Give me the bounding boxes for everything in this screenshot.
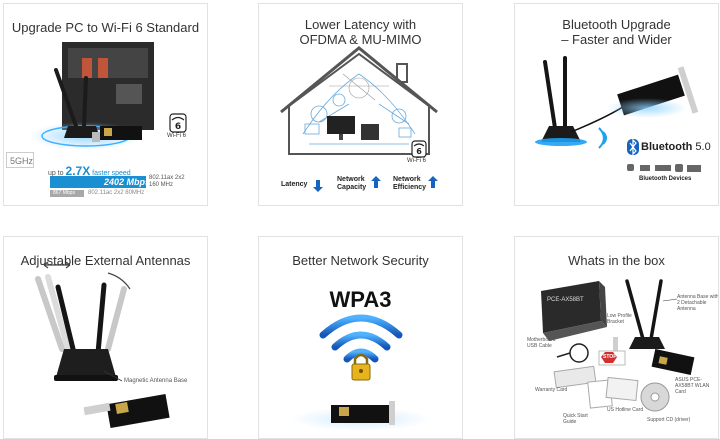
pc-upgrade-illustration: 6 bbox=[30, 42, 187, 197]
tile-upgrade-wifi6: Upgrade PC to Wi-Fi 6 Standard 6 bbox=[3, 3, 208, 206]
bluetooth-label: Bluetooth bbox=[641, 141, 693, 153]
label-hotline: US Hotline Card bbox=[607, 407, 644, 413]
speed-suffix: faster speed bbox=[92, 170, 131, 177]
bluetooth-label-row: Bluetooth 5.0 bbox=[641, 141, 711, 153]
arrow-up-icon bbox=[371, 176, 381, 188]
label-usb-cable: Motherboard USB Cable bbox=[527, 337, 556, 349]
box-contents-illustration bbox=[541, 279, 695, 412]
monitor-icon bbox=[327, 116, 355, 134]
antenna-illustration bbox=[35, 261, 170, 429]
tile-title: Upgrade PC to Wi-Fi 6 Standard bbox=[11, 20, 200, 35]
label-guide: Quick Start Guide bbox=[563, 413, 588, 425]
hotline-card-icon bbox=[605, 376, 639, 402]
bluetooth-illustration bbox=[535, 56, 701, 172]
wpa3-label: WPA3 bbox=[329, 287, 392, 312]
speed-factor: 2.7X bbox=[65, 164, 91, 178]
label-warranty: Warranty Card bbox=[535, 387, 568, 393]
label-antenna-base: Antenna Base with 2 Detachable Antenna bbox=[677, 294, 719, 312]
stop-label: STOP bbox=[603, 354, 617, 360]
wifi-icon bbox=[319, 314, 403, 363]
old-speed-bar bbox=[50, 190, 84, 197]
old-speed-value: 867 Mbps bbox=[53, 190, 75, 196]
usb-cable-icon bbox=[569, 343, 589, 363]
bluetooth-version: 5.0 bbox=[695, 141, 711, 153]
antenna-base bbox=[541, 126, 581, 142]
tile-security: Better Network Security WPA3 bbox=[258, 236, 463, 439]
svg-text:6: 6 bbox=[416, 147, 422, 156]
wifi6-badge-label: Wi-Fi 6 bbox=[167, 133, 186, 139]
warranty-card-icon bbox=[553, 365, 597, 389]
speed-prefix: up to bbox=[48, 170, 64, 177]
lock-icon bbox=[351, 353, 371, 381]
tile-title: Whats in the box bbox=[568, 253, 665, 268]
bluetooth-icon bbox=[627, 138, 639, 156]
tile-antennas: Adjustable External Antennas Magnetic An… bbox=[3, 236, 208, 439]
tile-bluetooth: Bluetooth Upgrade– Faster and Wider bbox=[514, 3, 719, 206]
wifi6-badge-icon: 6 bbox=[169, 113, 187, 133]
label-card: ASUS PCE-AX58BT WLAN Card bbox=[675, 377, 710, 395]
antenna-base bbox=[56, 349, 116, 377]
devices-caption: Bluetooth Devices bbox=[639, 176, 692, 182]
metric-latency: Latency bbox=[281, 181, 308, 188]
house-network-illustration: 6 bbox=[280, 46, 438, 192]
tile-title: Better Network Security bbox=[292, 253, 429, 268]
wifi6-badge-icon: 6 bbox=[411, 140, 427, 158]
old-standard: 802.11ac 2x2 80MHz bbox=[88, 190, 145, 196]
product-box bbox=[541, 281, 601, 333]
label-cd: Support CD (driver) bbox=[647, 417, 691, 423]
new-standard: 802.11ax 2x2 bbox=[149, 175, 185, 181]
wlan-card bbox=[651, 349, 695, 375]
metric-capacity: Network Capacity bbox=[337, 176, 367, 191]
new-width: 160 MHz bbox=[149, 182, 174, 188]
arrow-down-icon bbox=[313, 180, 323, 192]
band-label: 5GHz bbox=[6, 152, 34, 168]
stop-sign-icon bbox=[601, 352, 617, 363]
wifi6-badge-label: Wi-Fi 6 bbox=[407, 158, 426, 164]
wlan-card bbox=[106, 393, 170, 429]
speed-headline: up to 2.7X faster speed bbox=[48, 164, 131, 178]
tile-title: Adjustable External Antennas bbox=[20, 253, 191, 268]
svg-text:6: 6 bbox=[175, 122, 181, 132]
tile-in-the-box: Whats in the box PCE-AX58BT STOP Antenna… bbox=[514, 236, 719, 439]
arrow-up-icon bbox=[428, 176, 438, 188]
label-bracket: Low Profile Bracket bbox=[607, 313, 632, 325]
router-icon bbox=[361, 124, 379, 140]
tile-title: Bluetooth Upgrade– Faster and Wider bbox=[561, 17, 672, 47]
metric-efficiency: Network Efficiency bbox=[393, 176, 427, 191]
security-illustration bbox=[291, 314, 431, 431]
new-speed-value: 2402 Mbps bbox=[104, 177, 151, 187]
new-speed-bar bbox=[50, 176, 146, 188]
box-label: PCE-AX58BT bbox=[547, 297, 584, 303]
house-icon bbox=[288, 52, 430, 155]
callout-magnetic-base: Magnetic Antenna Base bbox=[124, 378, 188, 384]
devices-icon bbox=[627, 164, 701, 172]
